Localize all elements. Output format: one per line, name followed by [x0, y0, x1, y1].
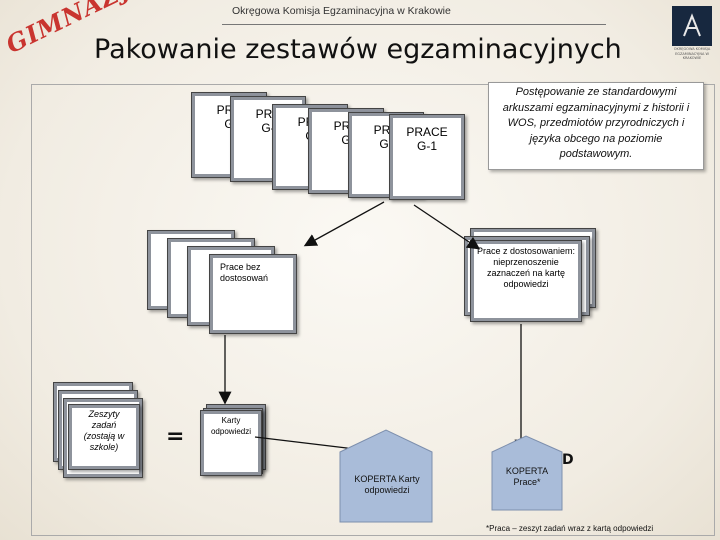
envelope-right-mark: D: [562, 452, 574, 468]
arrow-to-left-branch: [306, 202, 384, 245]
arrow-to-right-branch: [414, 205, 478, 248]
envelope-left-label: KOPERTA Karty odpowiedzi: [344, 474, 430, 496]
footnote: *Praca – zeszyt zadań wraz z kartą odpow…: [486, 524, 653, 533]
envelope-right-label-2: Prace*: [496, 477, 558, 488]
envelope-right-label-1: KOPERTA: [496, 466, 558, 477]
